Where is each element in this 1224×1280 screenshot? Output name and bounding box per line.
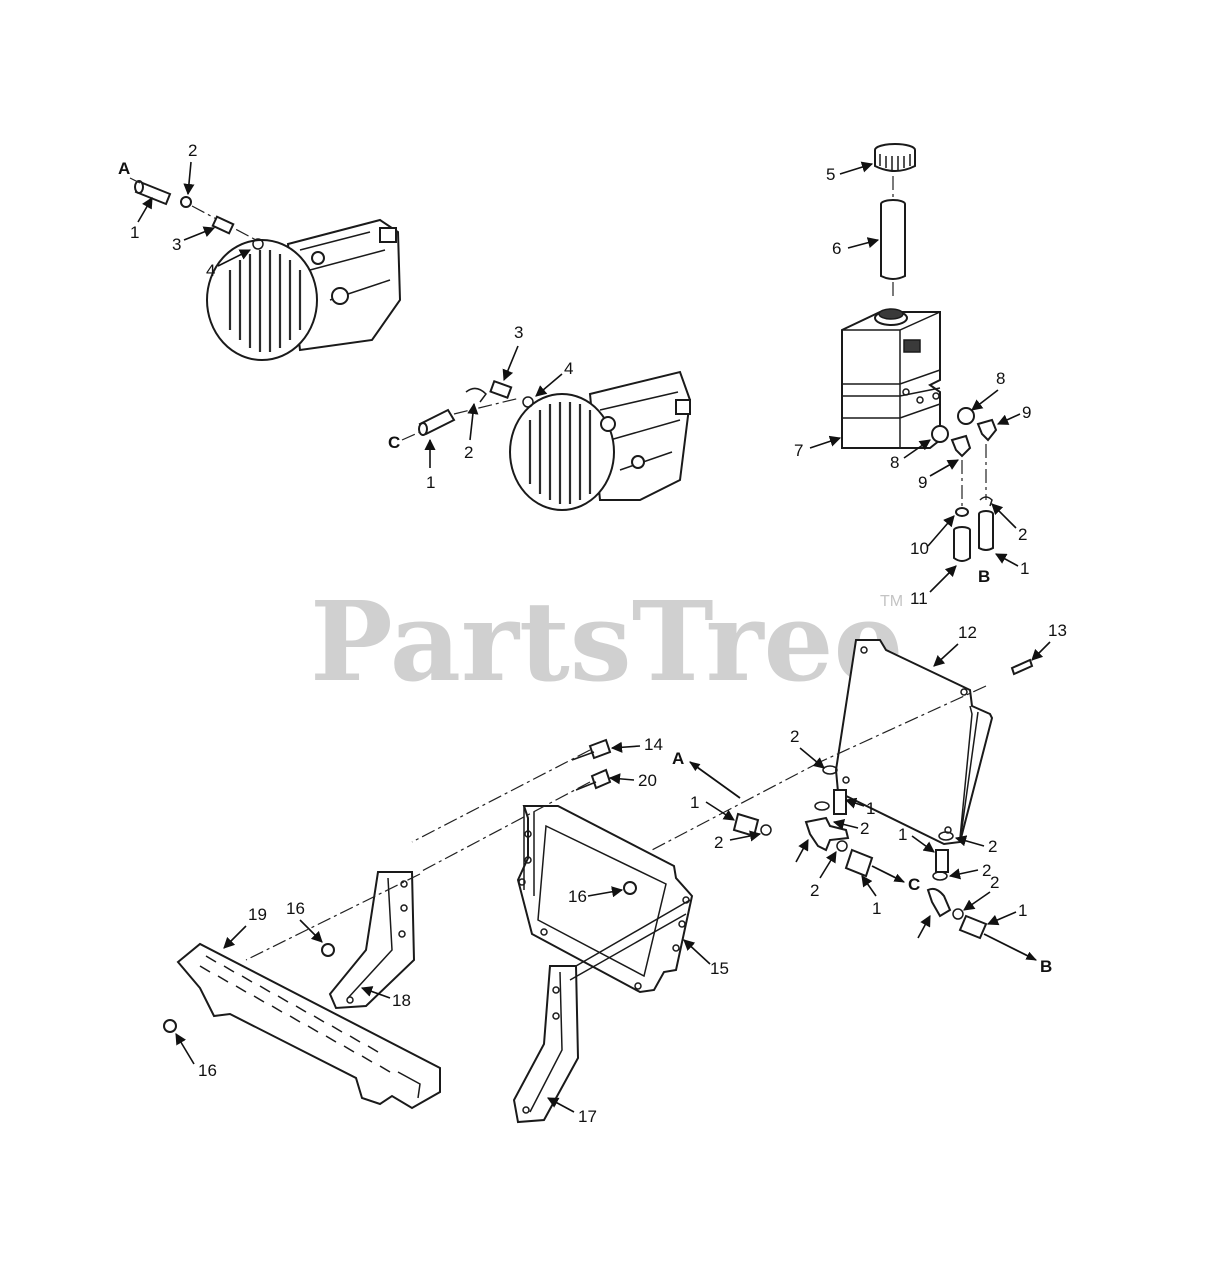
callout-10: 10 bbox=[910, 539, 929, 558]
reservoir-tank bbox=[841, 308, 941, 449]
callout-15: 15 bbox=[710, 959, 729, 978]
hose-a-top bbox=[134, 180, 172, 206]
callout-5: 5 bbox=[826, 165, 835, 184]
callout-18: 18 bbox=[392, 991, 411, 1010]
callout-2-top-left: 2 bbox=[188, 141, 197, 160]
cooler-panel bbox=[834, 639, 994, 846]
callout-2-cooler-right-mid: 2 bbox=[982, 861, 991, 880]
screw-13 bbox=[1010, 658, 1034, 676]
callout-3-center: 3 bbox=[514, 323, 523, 342]
callout-8-lower: 8 bbox=[890, 453, 899, 472]
hose-a-cooler bbox=[732, 812, 772, 838]
connector-label-a-top: A bbox=[118, 159, 130, 178]
callout-12: 12 bbox=[958, 623, 977, 642]
callout-2-center: 2 bbox=[464, 443, 473, 462]
hydro-pump-left bbox=[206, 218, 402, 361]
callout-1-cooler-right: 1 bbox=[898, 825, 907, 844]
connector-label-c-cooler: C bbox=[908, 875, 920, 894]
callout-2-cooler-tee: 2 bbox=[810, 881, 819, 900]
callout-9-upper: 9 bbox=[1022, 403, 1031, 422]
nut-16-bracket bbox=[623, 881, 637, 895]
callout-1-cooler-c: 1 bbox=[872, 899, 881, 918]
connector-label-b-cooler: B bbox=[1040, 957, 1052, 976]
connector-label-a-cooler: A bbox=[672, 749, 684, 768]
foot-plate-19 bbox=[176, 942, 441, 1110]
callout-1-cooler-b: 1 bbox=[1018, 901, 1027, 920]
callout-7: 7 bbox=[794, 441, 803, 460]
callout-1-center: 1 bbox=[426, 473, 435, 492]
callout-2-reservoir: 2 bbox=[1018, 525, 1027, 544]
callout-2-cooler-right-top: 2 bbox=[988, 837, 997, 856]
clamp-center bbox=[465, 387, 487, 403]
callout-9-lower: 9 bbox=[918, 473, 927, 492]
callout-2-cooler-a: 2 bbox=[714, 833, 723, 852]
callout-16-bracket: 16 bbox=[568, 887, 587, 906]
callout-11: 11 bbox=[910, 589, 928, 608]
callout-1-cooler-a: 1 bbox=[690, 793, 699, 812]
callout-2-cooler-right-low: 2 bbox=[990, 873, 999, 892]
hose-fittings-cooler bbox=[804, 765, 988, 940]
callout-20: 20 bbox=[638, 771, 657, 790]
fitting-top-left bbox=[211, 215, 235, 235]
bracket-17 bbox=[512, 965, 580, 1124]
bracket-18 bbox=[328, 871, 416, 1010]
callout-13: 13 bbox=[1048, 621, 1067, 640]
callout-16-bottom: 16 bbox=[198, 1061, 217, 1080]
fitting-center bbox=[489, 379, 513, 399]
callout-4-top-left: 4 bbox=[206, 261, 215, 280]
callout-2-cooler-mid: 2 bbox=[860, 819, 869, 838]
watermark-tm: TM bbox=[880, 593, 903, 610]
bushing-lower bbox=[931, 425, 949, 443]
watermark-text: PartsTree bbox=[310, 577, 904, 706]
reservoir-cap bbox=[874, 143, 916, 172]
hose-c-center bbox=[418, 408, 456, 436]
o-ring-center bbox=[522, 396, 534, 408]
clamp-top-left bbox=[180, 196, 192, 208]
o-ring-top-left bbox=[252, 238, 264, 250]
fitting-10 bbox=[955, 507, 969, 517]
connector-label-b-reservoir: B bbox=[978, 567, 990, 586]
bushing-upper bbox=[957, 407, 975, 425]
nut-16-left bbox=[321, 943, 335, 957]
callout-1-reservoir: 1 bbox=[1020, 559, 1029, 578]
callout-1-cooler-mid: 1 bbox=[866, 799, 875, 818]
reservoir-filter bbox=[880, 199, 906, 280]
bolt-14 bbox=[571, 738, 612, 761]
callout-19: 19 bbox=[248, 905, 267, 924]
callout-6: 6 bbox=[832, 239, 841, 258]
callout-3-top-left: 3 bbox=[172, 235, 181, 254]
callout-2-cooler-top: 2 bbox=[790, 727, 799, 746]
callout-14: 14 bbox=[644, 735, 663, 754]
mount-bracket-15 bbox=[516, 805, 694, 994]
callout-4-center: 4 bbox=[564, 359, 573, 378]
callout-1-top-left: 1 bbox=[130, 223, 139, 242]
elbow-upper bbox=[976, 418, 998, 442]
callout-8-upper: 8 bbox=[996, 369, 1005, 388]
hydro-pump-center bbox=[509, 370, 692, 511]
callout-16-left: 16 bbox=[286, 899, 305, 918]
callout-17: 17 bbox=[578, 1107, 597, 1126]
elbow-lower bbox=[950, 434, 972, 458]
clamp-reservoir bbox=[979, 496, 993, 507]
hose-b-reservoir bbox=[978, 510, 994, 551]
connector-label-c-center: C bbox=[388, 433, 400, 452]
nut-16-bottom bbox=[163, 1019, 177, 1033]
hose-11 bbox=[953, 526, 971, 562]
